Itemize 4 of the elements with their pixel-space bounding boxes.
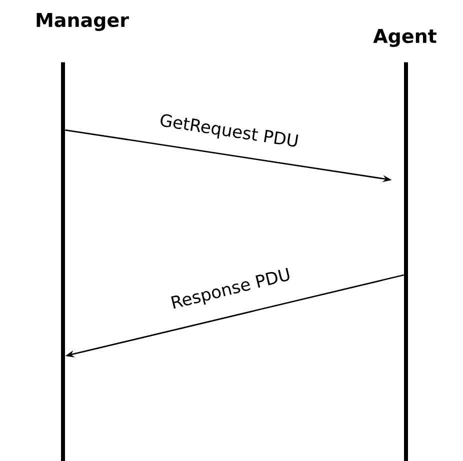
edge-label: Response PDU [171, 268, 290, 309]
lifeline-heading: Agent [373, 29, 436, 47]
edge-label: GetRequest PDU [160, 114, 298, 147]
lifeline-heading: Manager [36, 13, 129, 31]
